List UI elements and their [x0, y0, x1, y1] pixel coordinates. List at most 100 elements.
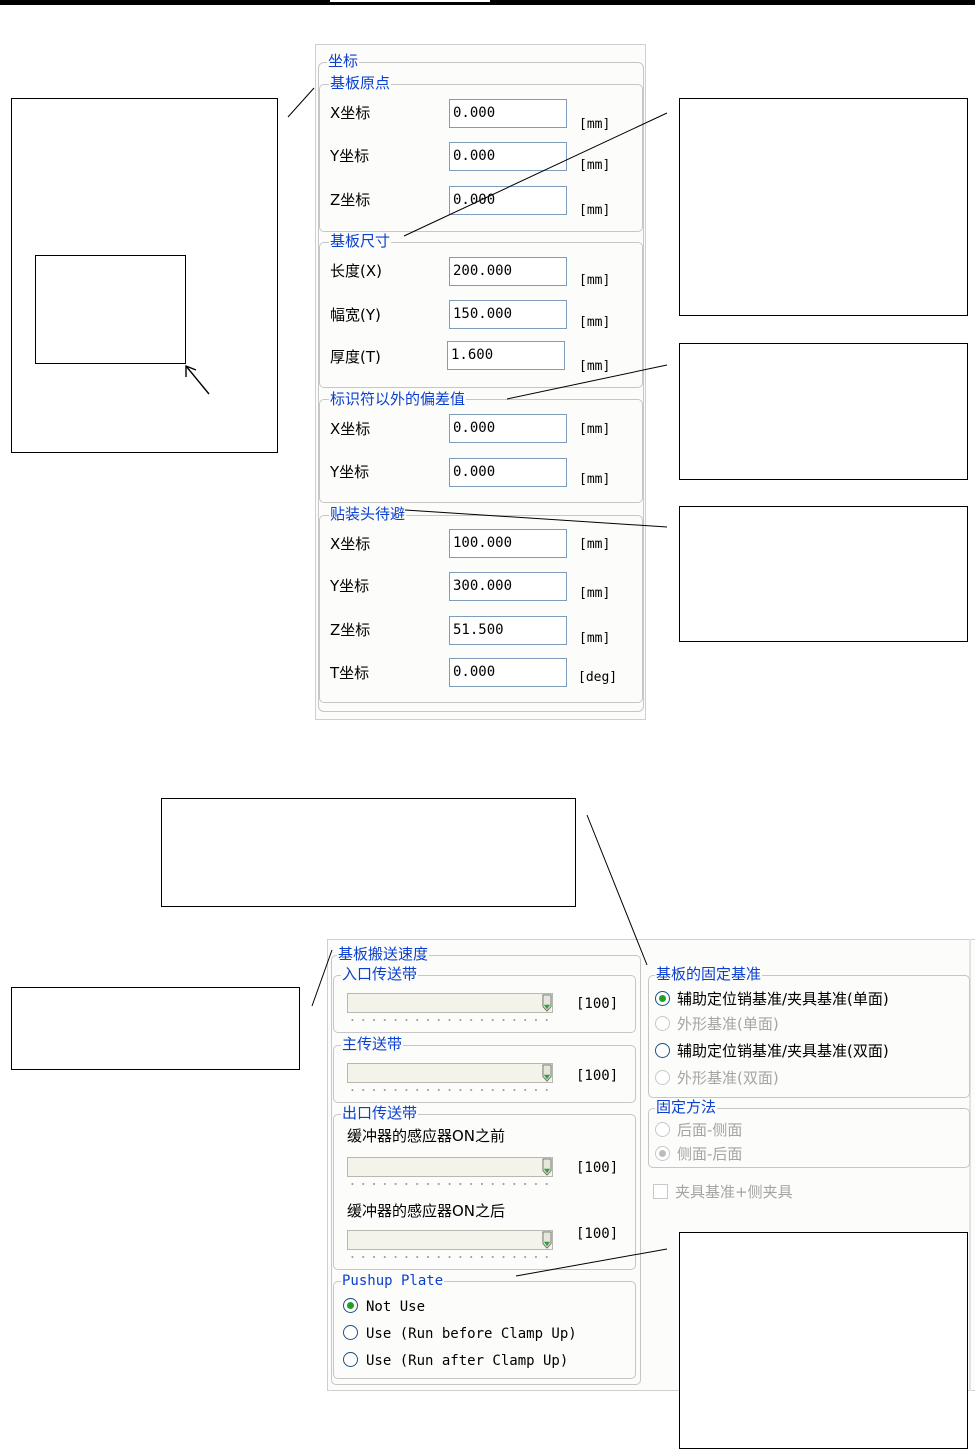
bottom-leader-lines	[311, 814, 668, 1277]
pushup-option-label: Not Use	[366, 1299, 426, 1315]
callout-board-size	[679, 98, 968, 316]
outlet-before-slider-ticks	[347, 1182, 553, 1186]
outlet-after-value: [100]	[576, 1226, 619, 1242]
outlet-after-slider-thumb[interactable]	[542, 1231, 552, 1249]
origin-x-input[interactable]: 0.000	[449, 99, 567, 128]
fix-ref-option-label: 辅助定位销基准/夹具基准(双面)	[677, 1042, 889, 1060]
offset-x-label: X坐标	[330, 420, 371, 438]
thickness-unit: [mm]	[579, 359, 611, 374]
main-slider-ticks	[347, 1088, 553, 1092]
fix-ref-radio-pin-double[interactable]	[655, 1043, 670, 1058]
fix-method-option-label: 后面-侧面	[677, 1121, 743, 1139]
outlet-before-value: [100]	[576, 1160, 619, 1176]
inlet-group	[333, 975, 636, 1033]
origin-x-label: X坐标	[330, 104, 371, 122]
length-unit: [mm]	[579, 273, 611, 288]
fix-ref-radio-pin-single[interactable]	[655, 991, 670, 1006]
outlet-before-slider[interactable]	[347, 1157, 553, 1177]
standby-x-label: X坐标	[330, 535, 371, 553]
inlet-slider[interactable]	[347, 993, 553, 1013]
pushup-group	[333, 1281, 636, 1379]
fix-ref-option-outline-single: 外形基准(单面)	[655, 1014, 965, 1034]
fix-ref-option-label: 外形基准(双面)	[677, 1069, 779, 1087]
clamp-side-checkbox	[653, 1184, 668, 1199]
standby-y-input[interactable]: 300.000	[449, 572, 567, 601]
coordinate-title: 坐标	[327, 52, 360, 70]
callout-pushup-plate	[679, 1232, 968, 1449]
inlet-slider-thumb[interactable]	[542, 994, 552, 1012]
offset-y-label: Y坐标	[330, 463, 370, 481]
pushup-radio-dot	[347, 1302, 354, 1309]
head-standby-group	[319, 515, 643, 703]
thickness-input[interactable]: 1.600	[447, 341, 565, 370]
offset-x-unit: [mm]	[579, 422, 611, 437]
leader-pushup-plate	[515, 1248, 668, 1277]
outlet-before-slider-thumb[interactable]	[542, 1158, 552, 1176]
fix-ref-radio-dot	[659, 995, 666, 1002]
origin-z-input[interactable]: 0.000	[449, 186, 567, 215]
pushup-radio-not-use[interactable]	[343, 1298, 358, 1313]
pushup-option-label: Use (Run after Clamp Up)	[366, 1353, 569, 1369]
origin-group-title: 基板原点	[329, 74, 392, 92]
standby-t-label: T坐标	[330, 664, 370, 682]
fix-ref-radio-outline-single	[655, 1016, 670, 1031]
fix-ref-option-pin-double[interactable]: 辅助定位销基准/夹具基准(双面)	[655, 1041, 965, 1061]
pushup-radio-run-before[interactable]	[343, 1325, 358, 1340]
leader-fix-reference	[586, 814, 648, 966]
fix-reference-group-title: 基板的固定基准	[655, 965, 763, 983]
outlet-after-label: 缓冲器的感应器ON之后	[347, 1202, 506, 1220]
inlet-slider-ticks	[347, 1018, 553, 1022]
outlet-after-slider-ticks	[347, 1255, 553, 1259]
fix-ref-option-outline-double: 外形基准(双面)	[655, 1068, 965, 1088]
clamp-side-checkbox-row: 夹具基准+侧夹具	[653, 1182, 913, 1202]
fix-method-radio-dot	[659, 1150, 666, 1157]
width-input[interactable]: 150.000	[449, 300, 567, 329]
callout-fix-reference	[161, 798, 576, 907]
leader-board-size	[403, 112, 668, 237]
main-slider[interactable]	[347, 1063, 553, 1083]
offset-x-input[interactable]: 0.000	[449, 414, 567, 443]
inlet-speed-value: [100]	[576, 996, 619, 1012]
origin-z-unit: [mm]	[579, 203, 611, 218]
main-speed-value: [100]	[576, 1068, 619, 1084]
origin-y-unit: [mm]	[579, 158, 611, 173]
page-top-rule-gap	[330, 0, 490, 2]
page-top-rule	[0, 0, 975, 5]
pushup-option-not-use[interactable]: Not Use	[343, 1297, 623, 1317]
offset-y-input[interactable]: 0.000	[449, 458, 567, 487]
pushup-group-title: Pushup Plate	[341, 1273, 445, 1289]
leader-offset	[506, 364, 668, 400]
size-group	[319, 242, 643, 388]
main-slider-thumb[interactable]	[542, 1064, 552, 1082]
outlet-after-slider[interactable]	[347, 1230, 553, 1250]
fix-method-group-title: 固定方法	[655, 1098, 718, 1116]
callout-conveyor-speed	[11, 987, 300, 1070]
leader-conveyor-speed	[311, 949, 333, 1007]
callout-offset	[679, 343, 968, 480]
standby-z-input[interactable]: 51.500	[449, 616, 567, 645]
pushup-option-run-after[interactable]: Use (Run after Clamp Up)	[343, 1351, 623, 1371]
clamp-side-checkbox-label: 夹具基准+侧夹具	[675, 1183, 793, 1201]
fix-ref-option-label: 外形基准(单面)	[677, 1015, 779, 1033]
origin-y-label: Y坐标	[330, 147, 370, 165]
standby-t-input[interactable]: 0.000	[449, 658, 567, 687]
origin-y-input[interactable]: 0.000	[449, 142, 567, 171]
size-group-title: 基板尺寸	[329, 232, 392, 250]
main-group-title: 主传送带	[341, 1035, 404, 1053]
callout-head-standby	[679, 506, 968, 642]
length-input[interactable]: 200.000	[449, 257, 567, 286]
pushup-radio-run-after[interactable]	[343, 1352, 358, 1367]
arrow-board-corner	[185, 365, 210, 395]
standby-x-input[interactable]: 100.000	[449, 529, 567, 558]
standby-z-label: Z坐标	[330, 621, 371, 639]
offset-y-unit: [mm]	[579, 472, 611, 487]
offset-group	[319, 399, 643, 503]
inlet-group-title: 入口传送带	[341, 965, 419, 983]
origin-x-unit: [mm]	[579, 117, 611, 132]
outlet-group-title: 出口传送带	[341, 1104, 419, 1122]
fix-method-group	[648, 1108, 970, 1168]
fix-ref-option-pin-single[interactable]: 辅助定位销基准/夹具基准(单面)	[655, 989, 965, 1009]
conveyor-panel-right-edge	[969, 939, 971, 1391]
pushup-option-run-before[interactable]: Use (Run before Clamp Up)	[343, 1324, 623, 1344]
fix-method-option-side-rear: 侧面-后面	[655, 1144, 955, 1164]
